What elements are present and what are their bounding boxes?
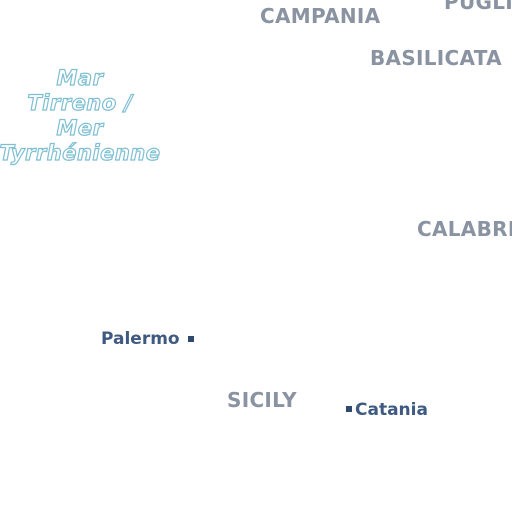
sea-label-tyrrhenian: Mar Tirreno / Mer Tyrrhénienne — [0, 65, 180, 166]
region-label-sicily: SICILY — [227, 388, 297, 412]
city-marker-catania[interactable] — [346, 406, 352, 412]
sea-label-line: Tyrrhénienne — [0, 140, 161, 165]
sea-label-line: Tirreno / — [27, 90, 133, 115]
region-label-basilicata: BASILICATA — [370, 46, 502, 70]
region-label-campania: CAMPANIA — [260, 4, 381, 28]
city-label-palermo[interactable]: Palermo — [101, 329, 180, 349]
sea-label-line: Mar — [56, 65, 104, 90]
region-label-puglia: PUGLIA — [444, 0, 512, 14]
sea-label-line: Mer — [56, 115, 104, 140]
region-label-calabria: CALABRIA — [417, 217, 512, 241]
city-label-catania[interactable]: Catania — [355, 400, 428, 420]
city-marker-palermo[interactable] — [188, 336, 194, 342]
